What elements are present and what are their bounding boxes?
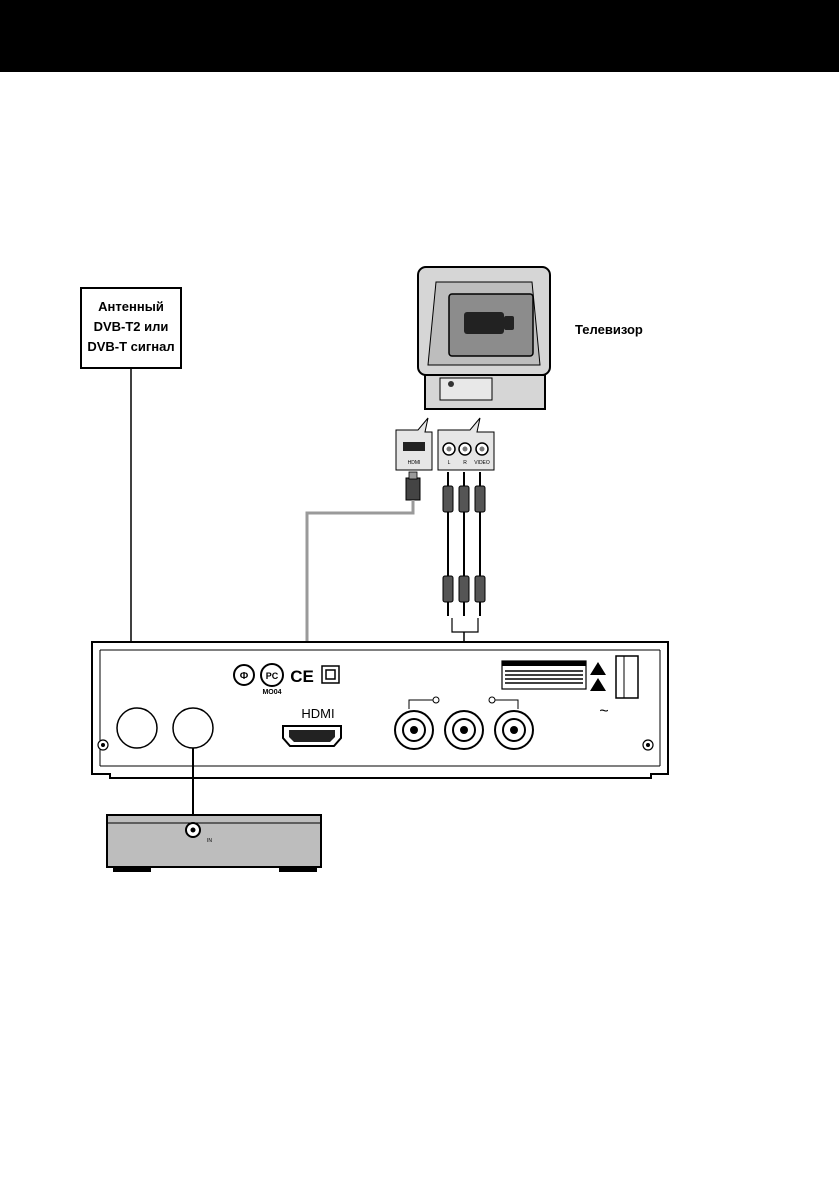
antenna-label-line1: Антенный: [98, 299, 164, 314]
tv-label: Телевизор: [575, 322, 643, 337]
warning-triangle-icon: [590, 662, 606, 675]
tv-av-ports-callout: L R VIDEO: [437, 417, 495, 471]
shock-triangle-icon: [590, 678, 606, 691]
top-bar: [0, 0, 839, 72]
tv-illustration: [417, 266, 551, 410]
external-device: IN: [106, 814, 322, 872]
tv-port-video-label: VIDEO: [474, 460, 490, 466]
ce-mark-icon: CE: [290, 667, 314, 686]
receiver-rear-panel: Ф PC MO04 CE HDMI ~: [91, 641, 669, 779]
tv-hdmi-port-callout: HDMI: [395, 417, 433, 471]
pct-mark-icon: [260, 663, 284, 687]
cert-mark-icon: [233, 664, 255, 686]
ant-in-port: [116, 707, 158, 749]
tv-power-icon: [448, 381, 454, 387]
receiver-hdmi-label: HDMI: [301, 706, 334, 721]
ac-symbol: ~: [599, 703, 608, 720]
svg-text:PC: PC: [266, 671, 279, 681]
power-cord: [615, 655, 639, 699]
tv-camera-icon: [464, 312, 504, 334]
antenna-label-line3: DVB-T сигнал: [87, 339, 174, 354]
antenna-label-line2: DVB-T2 или: [94, 319, 169, 334]
tv-port-right-label: R: [463, 460, 467, 466]
ant-out-port: [172, 707, 214, 749]
antenna-box: Антенный DVB-T2 или DVB-T сигнал: [80, 287, 182, 369]
svg-text:Ф: Ф: [240, 671, 249, 682]
cert-code: MO04: [262, 689, 281, 696]
tv-hdmi-port-label: HDMI: [408, 460, 421, 466]
device-in-label: IN: [207, 838, 212, 844]
tv-port-left-label: L: [448, 460, 451, 466]
